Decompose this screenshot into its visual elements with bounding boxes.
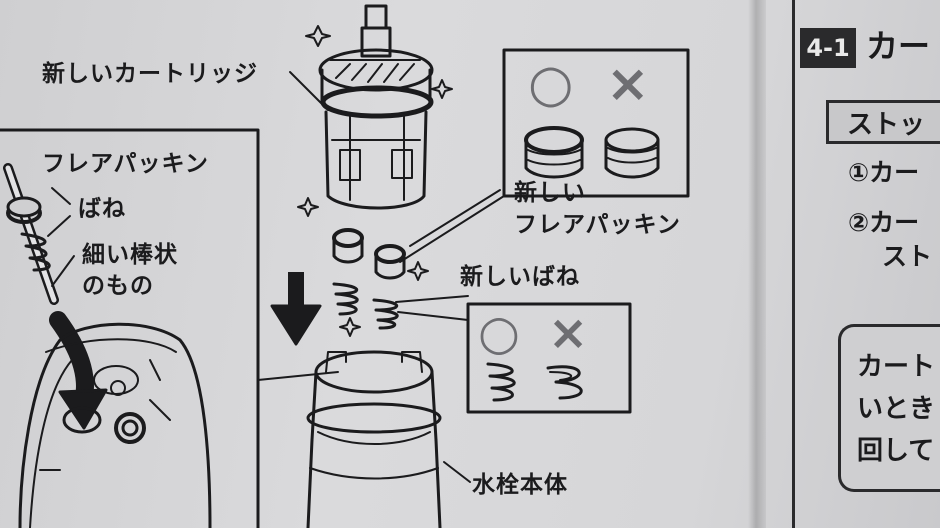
step-2-text-line1: ②カー [848,208,920,237]
label-new-packing-line2: フレアパッキン [514,212,681,238]
down-arrow-icon [270,272,322,346]
note-line-3: 回して [857,436,935,466]
leader-lines [47,71,505,483]
faucet-closeup-illustration [18,322,212,528]
page-fold-shadow [748,0,766,528]
note-line-1: カート [857,352,936,382]
sparkle-icons [297,25,453,337]
faucet-body-illustration [306,350,442,528]
label-new-packing-line1: 新しい [514,180,586,206]
note-line-2: いとき [857,394,936,424]
right-page-rule [792,0,795,528]
label-spring: ばね [78,196,126,222]
section-number-badge: 4-1 [800,28,856,68]
new-spring-illustration [332,282,399,330]
packing-wrong-mark-icon: × [606,54,650,114]
thin-rod-illustration [3,163,59,305]
packing-correct-mark-icon: ○ [528,54,574,114]
label-thin-rod-line2: のもの [82,273,154,299]
label-new-spring: 新しいばね [460,264,580,290]
note-box: カート いとき 回して [838,324,940,492]
section-title: カー [866,27,931,65]
label-faucet-body: 水栓本体 [472,472,568,498]
new-packing-illustration [332,228,406,280]
label-thin-rod-line1: 細い棒状 [82,242,178,268]
detail-panel [0,128,260,528]
label-new-cartridge: 新しいカートリッジ [42,61,258,87]
packing-comparison-box [502,48,690,198]
stop-heading-box: ストッ [826,100,940,144]
step-2-text-line2: スト [882,242,933,271]
cartridge-illustration [318,4,434,210]
spring-wrong-mark-icon: × [548,305,589,361]
step-1-text: ①カー [848,158,920,187]
spring-comparison-box [466,302,632,414]
label-flare-packing: フレアパッキン [42,151,209,177]
spring-correct-mark-icon: ○ [478,305,520,361]
